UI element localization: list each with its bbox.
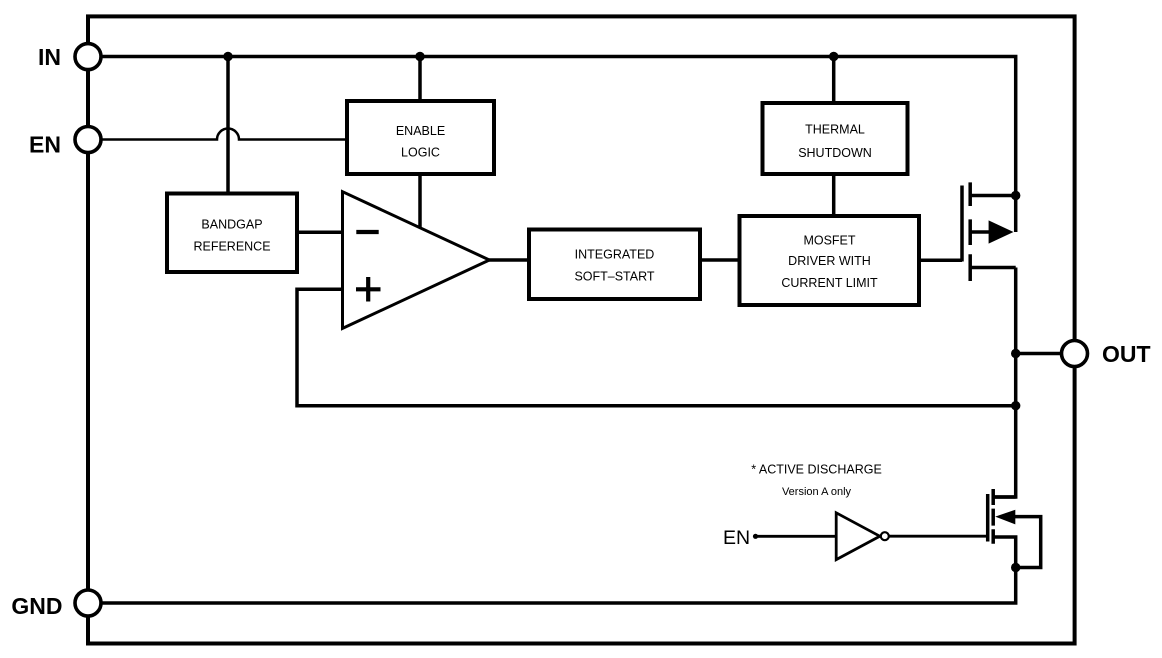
svg-text:Version A only: Version A only — [782, 486, 852, 498]
svg-text:INTEGRATED: INTEGRATED — [575, 248, 655, 262]
svg-text:EN: EN — [29, 131, 61, 157]
svg-text:OUT: OUT — [1102, 341, 1151, 367]
svg-text:* ACTIVE DISCHARGE: * ACTIVE DISCHARGE — [751, 463, 882, 477]
svg-text:BANDGAP: BANDGAP — [201, 217, 262, 231]
svg-text:IN: IN — [38, 44, 61, 70]
svg-text:REFERENCE: REFERENCE — [193, 240, 270, 254]
svg-text:ENABLE: ENABLE — [396, 124, 445, 138]
svg-text:SHUTDOWN: SHUTDOWN — [798, 146, 872, 160]
svg-text:SOFT–START: SOFT–START — [574, 270, 654, 284]
svg-text:GND: GND — [11, 593, 62, 619]
svg-text:MOSFET: MOSFET — [803, 234, 855, 248]
svg-text:LOGIC: LOGIC — [401, 146, 440, 160]
svg-text:CURRENT LIMIT: CURRENT LIMIT — [781, 276, 878, 290]
svg-text:THERMAL: THERMAL — [805, 123, 865, 137]
svg-text:EN: EN — [723, 527, 750, 549]
svg-text:DRIVER WITH: DRIVER WITH — [788, 254, 871, 268]
